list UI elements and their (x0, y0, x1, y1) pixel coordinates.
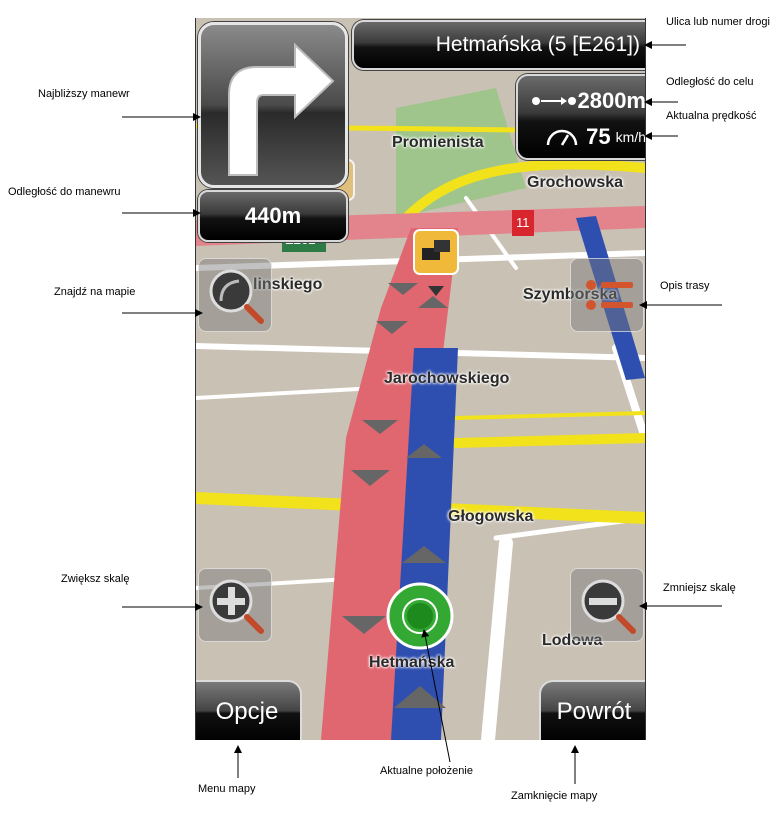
speed-unit: km/h (615, 129, 646, 145)
zoom-in-button[interactable] (198, 568, 272, 642)
callout-current-position: Aktualne położenie (380, 765, 473, 777)
road-shield-11-bg (512, 210, 534, 236)
distance-to-maneuver: 440m (244, 203, 302, 228)
callout-close-map: Zamknięcie mapy (511, 790, 598, 802)
distance-to-destination: 2800m (577, 88, 646, 113)
route-chevrons (342, 283, 448, 708)
magnifier-icon (209, 269, 264, 324)
next-maneuver-panel[interactable] (198, 22, 348, 188)
back-label: Powrót (556, 698, 632, 725)
callout-current-speed: Aktualna prędkość (666, 110, 757, 122)
navigation-screen[interactable]: Promienista Grochowska linskiego Szymbor… (195, 18, 646, 740)
callout-route-description: Opis trasy (660, 280, 710, 292)
street-name-bar: Hetmańska (5 [E261]) (352, 20, 645, 70)
route-description-icon (586, 280, 633, 310)
back-button[interactable]: Powrót (539, 680, 645, 740)
route-description-button[interactable] (570, 258, 644, 332)
callout-zoom-in: Zwiększ skalę (61, 573, 130, 585)
callout-map-menu: Menu mapy (198, 783, 256, 795)
street-label-hetmanska: Hetmańska (369, 654, 455, 671)
callout-zoom-out: Zmniejsz skalę (663, 582, 736, 594)
street-label-linskiego: linskiego (253, 276, 323, 293)
destination-distance-row: 2800m (518, 88, 646, 114)
options-button[interactable]: Opcje (196, 680, 302, 740)
zoom-out-icon (581, 579, 636, 634)
callout-distance-to-target: Odległość do celu (666, 76, 754, 88)
zoom-out-button[interactable] (570, 568, 644, 642)
turn-right-arrow-icon (228, 42, 335, 176)
street-label-promienista: Promienista (392, 134, 484, 151)
callout-street-or-road: Ulica lub numer drogi (666, 16, 770, 28)
gps-position-icon[interactable] (386, 582, 454, 650)
park-area (396, 88, 526, 218)
callout-distance-to-maneuver: Odległość do manewru (8, 186, 121, 198)
street-label-grochowska: Grochowska (527, 174, 624, 191)
dots-arrow-icon (532, 97, 577, 105)
street-label-jarochowskiego: Jarochowskiego (384, 370, 510, 387)
street-label-glogowska: Głogowska (448, 508, 534, 525)
route-branch-blue (576, 216, 645, 380)
traffic-jam-icon[interactable] (413, 229, 459, 296)
current-street: Hetmańska (5 [E261]) (435, 33, 640, 56)
speedometer-icon (546, 129, 578, 146)
zoom-in-icon (209, 579, 264, 634)
find-on-map-button[interactable] (198, 258, 272, 332)
speed-row: 75 km/h (518, 124, 646, 150)
options-label: Opcje (215, 698, 279, 725)
callout-next-maneuver: Najbliższy manewr (38, 88, 130, 100)
callout-find-on-map: Znajdź na mapie (54, 286, 136, 298)
current-speed: 75 (586, 124, 611, 149)
trip-info-panel[interactable]: 2800m 75 km/h (516, 74, 646, 160)
road-shield-11: 11 (516, 215, 530, 230)
distance-to-maneuver-panel: 440m (198, 190, 348, 242)
